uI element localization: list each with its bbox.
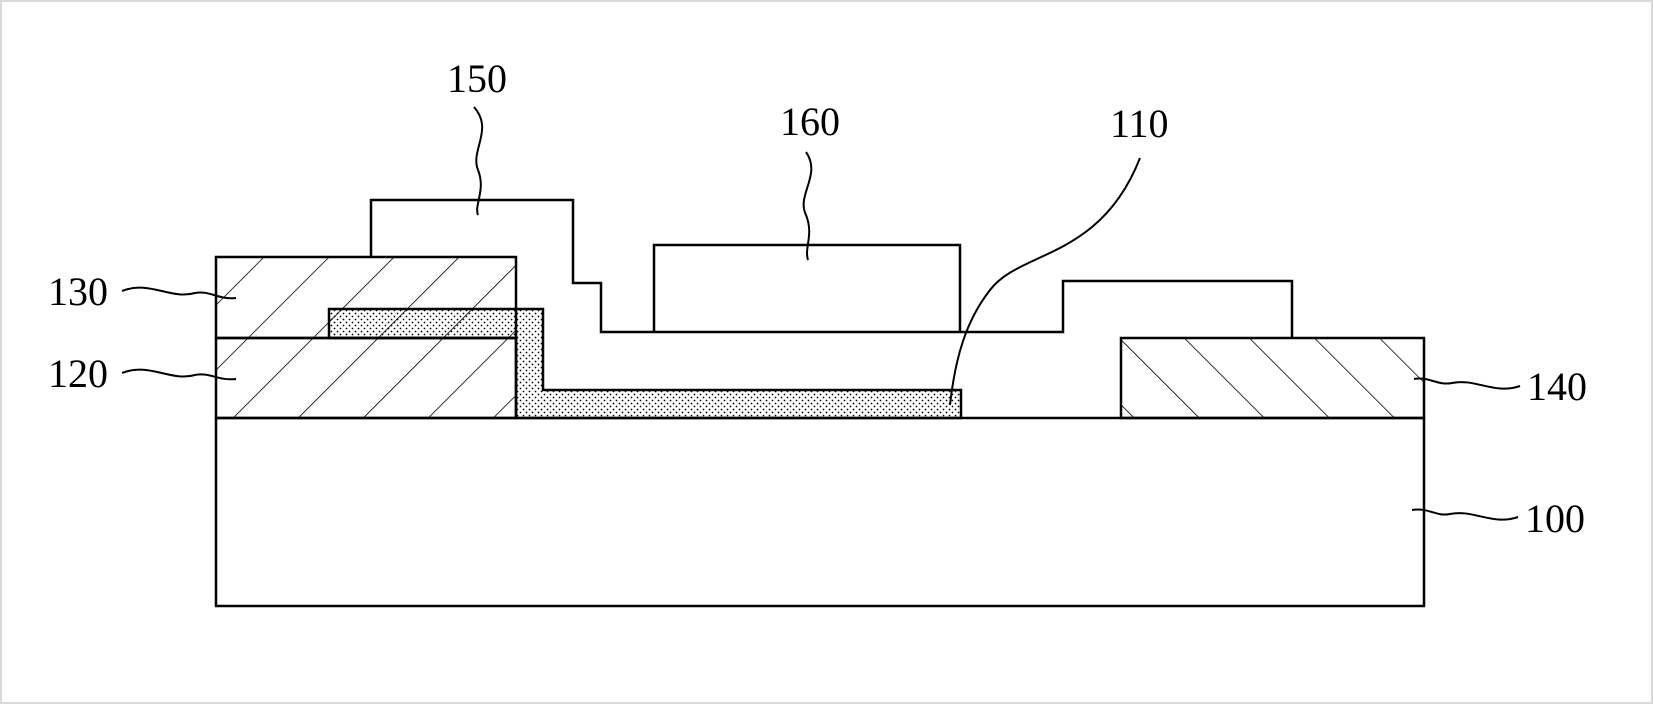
label-100: 100 [1525, 496, 1585, 541]
substrate-100 [216, 418, 1424, 606]
label-120: 120 [48, 351, 108, 396]
layer-140 [1121, 338, 1424, 418]
label-160: 160 [780, 99, 840, 144]
label-110: 110 [1110, 101, 1169, 146]
label-140: 140 [1527, 364, 1587, 409]
layer-120 [216, 338, 516, 418]
leader-100 [1412, 509, 1518, 519]
label-150: 150 [447, 56, 507, 101]
leader-140 [1414, 378, 1520, 388]
label-130: 130 [48, 269, 108, 314]
